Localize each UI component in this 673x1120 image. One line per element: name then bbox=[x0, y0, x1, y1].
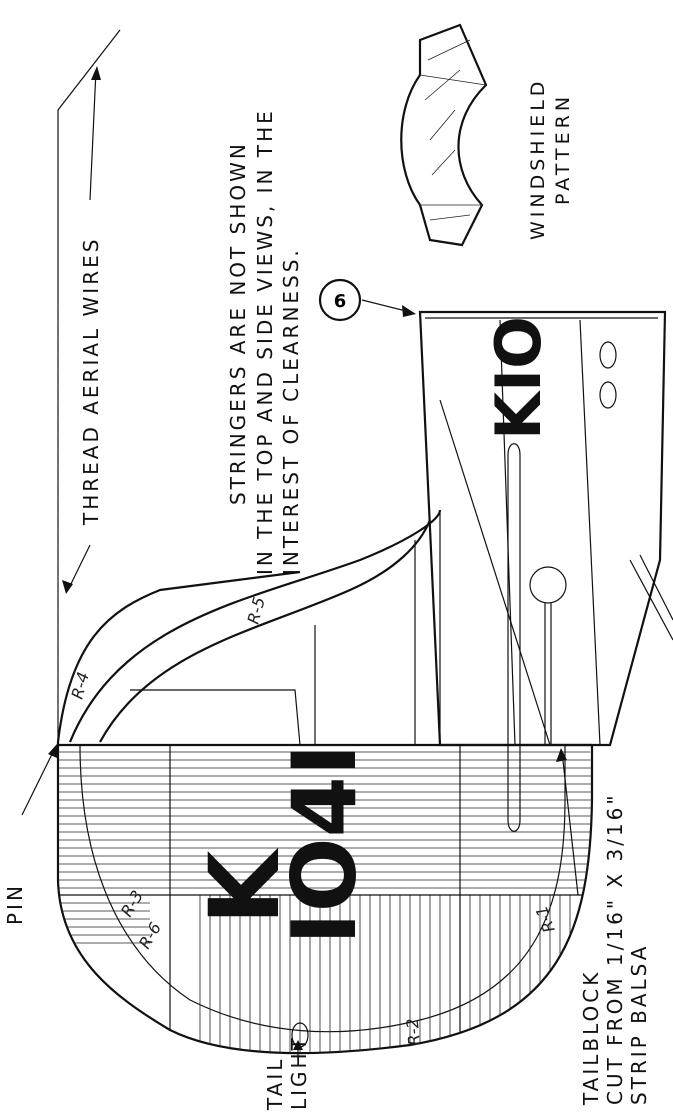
rudder-hatching bbox=[58, 745, 592, 1054]
rudder-registration-number: IO4I bbox=[273, 743, 376, 945]
aerial-arrowhead-lower bbox=[62, 580, 73, 594]
stringers-line-2: IN THE TOP AND SIDE VIEWS, IN THE bbox=[253, 108, 277, 575]
tailblock-line-3: STRIP BALSA bbox=[627, 944, 651, 1105]
thread-aerial-text: THREAD AERIAL WIRES bbox=[79, 237, 103, 526]
part-r6: R-6 bbox=[135, 919, 165, 952]
callout-6-number: 6 bbox=[334, 291, 347, 312]
aerial-arrow-upper bbox=[89, 69, 97, 201]
rudder-registration-letter: K bbox=[189, 847, 301, 925]
stab-slot bbox=[507, 443, 521, 832]
part-r4: R-4 bbox=[68, 670, 93, 701]
fuselage-registration: KIO bbox=[482, 316, 555, 440]
tailblock-line-2: CUT FROM 1/16" X 3/16" bbox=[603, 792, 627, 1105]
tailblock-label: TAILBLOCK CUT FROM 1/16" X 3/16" STRIP B… bbox=[556, 748, 651, 1106]
dorsal-fairing bbox=[68, 509, 442, 746]
aerial-wire-label: THREAD AERIAL WIRES bbox=[79, 237, 103, 526]
windshield-label: WINDSHIELD PATTERN bbox=[527, 78, 574, 240]
windshield-pattern-shape bbox=[400, 23, 488, 247]
tail-hole bbox=[529, 566, 567, 604]
stringers-note: STRINGERS ARE NOT SHOWN IN THE TOP AND S… bbox=[226, 108, 303, 575]
pin-text: PIN bbox=[3, 883, 27, 925]
tail-light-line-1: TAIL bbox=[263, 1057, 287, 1111]
part-r1: R-1 bbox=[532, 903, 559, 935]
fuselage-tail bbox=[418, 310, 673, 832]
aerial-arrowhead-upper bbox=[91, 66, 101, 80]
windshield-line-2: PATTERN bbox=[552, 93, 574, 205]
stringers-line-3: INTEREST OF CLEARNESS. bbox=[279, 247, 303, 575]
stringers-line-1: STRINGERS ARE NOT SHOWN bbox=[226, 141, 250, 505]
tail-light-label: TAIL LIGHT bbox=[263, 1035, 311, 1111]
tailblock-line-1: TAILBLOCK bbox=[579, 970, 603, 1106]
windshield-line-1: WINDSHIELD bbox=[527, 78, 549, 240]
aerial-arrow-lower bbox=[67, 544, 91, 591]
part-r5: R-5 bbox=[244, 595, 269, 626]
pin-label: PIN bbox=[3, 744, 57, 925]
part-r3: R-3 bbox=[117, 887, 147, 920]
fuselage-longeron bbox=[439, 399, 551, 746]
part-r2: R-2 bbox=[403, 1018, 424, 1047]
rudder-outline bbox=[56, 570, 594, 1055]
callout-6: 6 bbox=[318, 278, 416, 322]
